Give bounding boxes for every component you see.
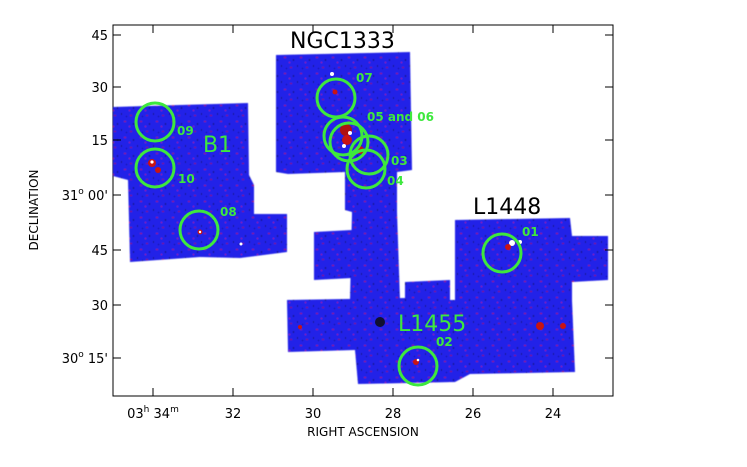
region-label-l1448: L1448 [473, 195, 541, 220]
map-tile-b1 [113, 103, 287, 262]
source-circle-02 [397, 345, 439, 387]
source-label-01: 01 [522, 225, 539, 239]
map-tile-l1448 [455, 218, 608, 336]
source-circle-10 [134, 147, 176, 189]
y-tick-label: 15 [91, 134, 108, 149]
source-circle-04 [345, 148, 387, 190]
y-tick-label-degree: 30o 15' [62, 350, 108, 367]
source-circle-08 [178, 209, 220, 251]
x-tick-label-hours: 03h 34m [127, 405, 179, 422]
source-label-08: 08 [220, 205, 237, 219]
region-label-ngc1333: NGC1333 [290, 29, 395, 54]
source-label-02: 02 [436, 335, 453, 349]
x-tick-label: 24 [545, 407, 562, 422]
source-circles [134, 77, 523, 387]
region-label-l1455: L1455 [398, 312, 466, 337]
source-label-03: 03 [391, 154, 408, 168]
x-tick-labels: 03h 34m 32 30 28 26 24 [127, 405, 561, 422]
axis-ticks [113, 25, 613, 396]
source-circle-09 [134, 101, 176, 143]
y-axis-label: DECLINATION [27, 170, 41, 251]
map-tile-south [287, 280, 575, 384]
y-tick-labels: 45 30 15 31o 00' 45 30 30o 15' [62, 29, 108, 367]
region-label-b1: B1 [203, 133, 232, 158]
source-label-07: 07 [356, 71, 373, 85]
x-tick-label: 26 [465, 407, 482, 422]
y-tick-label-degree: 31o 00' [62, 187, 108, 204]
y-tick-label: 30 [91, 299, 108, 314]
y-tick-label: 45 [91, 29, 108, 44]
source-label-09: 09 [177, 124, 194, 138]
source-label-04: 04 [387, 174, 404, 188]
source-circle-03 [348, 134, 390, 176]
map-tile-middle [314, 230, 352, 280]
x-tick-label: 28 [385, 407, 402, 422]
source-label-10: 10 [178, 172, 195, 186]
survey-map [113, 52, 608, 384]
x-tick-label: 32 [225, 407, 242, 422]
x-tick-label: 30 [305, 407, 322, 422]
y-tick-label: 30 [91, 81, 108, 96]
source-circle-01 [481, 232, 523, 274]
map-tile-ngc1333 [276, 52, 412, 305]
y-tick-label: 45 [91, 244, 108, 259]
source-label-05-06: 05 and 06 [367, 110, 434, 124]
x-axis-label: RIGHT ASCENSION [307, 425, 419, 439]
source-id-labels: 07 05 and 06 03 04 09 10 08 01 02 [177, 71, 539, 349]
